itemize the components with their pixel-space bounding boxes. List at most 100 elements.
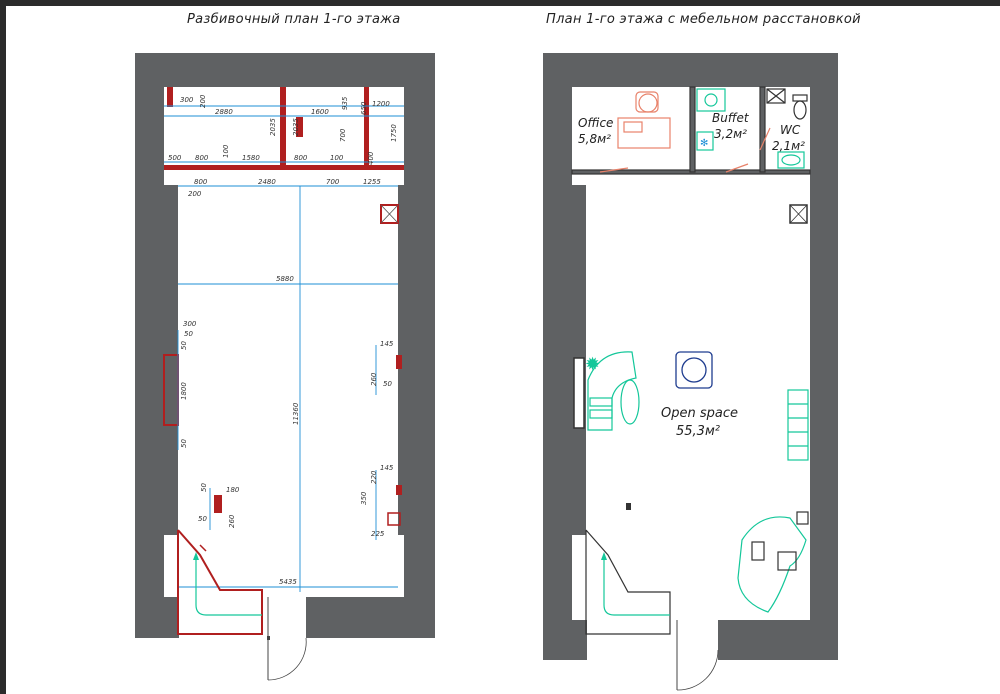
right-wall-bottom-left — [543, 620, 587, 660]
dim-2035-b: 2035 — [292, 118, 300, 136]
left-wall-top — [135, 53, 435, 87]
lounge-sofa — [587, 351, 640, 431]
dim-1200: 1200 — [372, 100, 390, 108]
right-wall-right — [810, 53, 838, 660]
right-plan: ✻ — [543, 53, 838, 691]
title-furniture-plan: План 1-го этажа с мебельном расстановкой — [546, 12, 861, 27]
dim-1255: 1255 — [363, 178, 381, 186]
dim-50-a: 50 — [184, 330, 193, 338]
dim-400: 400 — [367, 151, 375, 165]
left-wall-right — [404, 53, 435, 638]
dim-1750: 1750 — [390, 124, 398, 142]
room-partitions — [571, 86, 811, 175]
dim-2480: 2480 — [258, 178, 276, 186]
dim-50-b: 50 — [180, 341, 188, 350]
wc-label: WC — [780, 123, 801, 137]
small-pier-1 — [396, 355, 402, 369]
floor-socket — [626, 503, 631, 510]
left-wall-bottom-left — [135, 597, 179, 638]
dim-2880: 2880 — [215, 108, 233, 116]
office-desk — [617, 91, 671, 149]
title-layout-plan: Разбивочный план 1-го этажа — [187, 12, 401, 27]
small-pier-3 — [214, 495, 222, 513]
sheet-border-top — [0, 0, 1000, 6]
right-staircase — [585, 529, 671, 635]
left-entrance-door — [267, 597, 307, 681]
partition-line — [164, 165, 404, 170]
column-marker-1 — [167, 87, 173, 107]
dim-225: 225 — [371, 530, 385, 538]
dim-100-a: 100 — [222, 144, 230, 158]
dim-50-d: 50 — [383, 380, 392, 388]
room-doors — [599, 127, 771, 173]
dim-50-e: 50 — [200, 483, 208, 492]
dim-800-a: 800 — [195, 154, 209, 162]
open-space-area: 55,3м² — [676, 424, 720, 439]
buffet-furniture — [696, 88, 726, 151]
right-wall-bottom-right — [718, 620, 838, 660]
left-wall-pier — [164, 185, 178, 535]
dim-100-b: 100 — [330, 154, 344, 162]
duct — [380, 204, 399, 224]
dim-220: 220 — [370, 470, 378, 484]
dim-2035-a: 2035 — [269, 118, 277, 136]
dim-200: 200 — [199, 94, 207, 108]
work-desk — [737, 516, 807, 613]
dim-11360: 11360 — [292, 402, 300, 425]
dim-1600: 1600 — [311, 108, 329, 116]
right-interior-bottom — [572, 535, 810, 620]
duct-2 — [387, 512, 401, 526]
dimension-lines — [164, 105, 404, 592]
dim-200-b: 200 — [188, 190, 202, 198]
sheet-border-left — [0, 0, 6, 694]
dim-1800: 1800 — [180, 382, 188, 400]
dim-1580: 1580 — [242, 154, 260, 162]
column-marker-2 — [296, 117, 303, 137]
dim-260-a: 260 — [370, 372, 378, 386]
dim-800-b: 800 — [294, 154, 308, 162]
dim-350: 350 — [360, 491, 368, 505]
left-wall-bottom-right — [306, 597, 435, 638]
small-pier-2 — [396, 485, 402, 495]
dim-300-b: 300 — [183, 320, 197, 328]
right-wall-left — [543, 53, 572, 660]
dim-260-b: 260 — [228, 514, 236, 528]
left-staircase — [177, 529, 263, 635]
right-duct — [789, 204, 809, 525]
wc-fixtures — [766, 88, 808, 169]
right-entrance-door — [676, 620, 719, 691]
buffet-snow-icon: ✻ — [700, 138, 708, 149]
coffee-table — [675, 351, 713, 389]
dim-50-c: 50 — [180, 439, 188, 448]
dim-5880: 5880 — [276, 275, 294, 283]
open-space-label: Open space — [661, 406, 738, 421]
buffet-label: Buffet — [712, 111, 750, 125]
dim-700-a: 700 — [339, 128, 347, 142]
plant-icon: ✹ — [585, 354, 600, 374]
partition-2 — [364, 87, 369, 167]
dim-800-c: 800 — [194, 178, 208, 186]
dim-300: 300 — [180, 96, 194, 104]
partition-wc — [280, 87, 286, 167]
wc-area: 2,1м² — [772, 139, 805, 153]
left-wall-left — [135, 53, 164, 638]
dim-5435: 5435 — [279, 578, 297, 586]
dim-500: 500 — [168, 154, 182, 162]
dim-145-b: 145 — [380, 464, 394, 472]
right-window — [573, 357, 585, 429]
dim-650: 650 — [360, 101, 368, 115]
right-wall-top — [543, 53, 838, 87]
left-plan: 300 200 2880 2035 2035 1600 935 650 1200… — [135, 53, 435, 681]
buffet-area: 3,2м² — [714, 127, 747, 141]
dim-50-f: 50 — [198, 515, 207, 523]
left-interior-bottom — [164, 535, 404, 597]
wall-sofa — [787, 389, 809, 461]
dim-935: 935 — [341, 96, 349, 110]
dim-145-a: 145 — [380, 340, 394, 348]
office-label: Office — [578, 116, 613, 130]
office-area: 5,8м² — [578, 132, 611, 146]
dim-700-b: 700 — [326, 178, 340, 186]
dim-180: 180 — [226, 486, 240, 494]
